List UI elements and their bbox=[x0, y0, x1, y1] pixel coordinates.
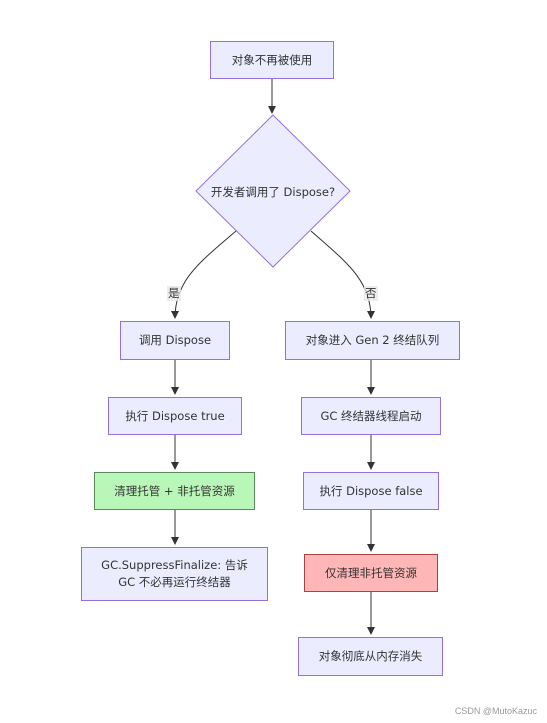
edge-decision-no bbox=[310, 230, 375, 319]
node-suppress-finalize-line2: GC 不必再运行终结器 bbox=[118, 575, 231, 589]
node-object-unused-label: 对象不再被使用 bbox=[231, 52, 313, 67]
node-call-dispose-label: 调用 Dispose bbox=[138, 333, 212, 347]
node-clean-managed-unmanaged: 清理托管 + 非托管资源 bbox=[94, 472, 255, 510]
node-suppress-finalize-line1: GC.SuppressFinalize: 告诉 bbox=[101, 558, 248, 572]
node-call-dispose: 调用 Dispose bbox=[120, 321, 230, 360]
node-suppress-finalize: GC.SuppressFinalize: 告诉 GC 不必再运行终结器 bbox=[81, 547, 268, 601]
edge-decision-yes bbox=[171, 230, 237, 319]
node-object-vanish-label: 对象彻底从内存消失 bbox=[318, 649, 423, 663]
node-object-unused: 对象不再被使用 bbox=[210, 41, 334, 79]
node-enter-gen2-queue-label: 对象进入 Gen 2 终结队列 bbox=[305, 333, 440, 347]
node-clean-managed-unmanaged-label: 清理托管 + 非托管资源 bbox=[114, 483, 235, 498]
node-object-vanish: 对象彻底从内存消失 bbox=[298, 637, 443, 676]
watermark: CSDN @MutoKazuc bbox=[454, 706, 537, 716]
node-exec-dispose-false: 执行 Dispose false bbox=[303, 472, 439, 510]
node-exec-dispose-true: 执行 Dispose true bbox=[108, 397, 242, 435]
node-exec-dispose-false-label: 执行 Dispose false bbox=[319, 483, 423, 498]
node-clean-unmanaged-only: 仅清理非托管资源 bbox=[304, 554, 438, 592]
node-exec-dispose-true-label: 执行 Dispose true bbox=[125, 408, 225, 423]
node-enter-gen2-queue: 对象进入 Gen 2 终结队列 bbox=[285, 321, 460, 360]
decision-diamond bbox=[195, 114, 351, 268]
edge-label-no: 否 bbox=[364, 286, 378, 301]
decision-label: 开发者调用了 Dispose? bbox=[210, 185, 336, 199]
edge-label-yes: 是 bbox=[167, 286, 181, 301]
node-clean-unmanaged-only-label: 仅清理非托管资源 bbox=[325, 565, 417, 580]
node-gc-finalizer-thread: GC 终结器线程启动 bbox=[301, 397, 441, 435]
node-gc-finalizer-thread-label: GC 终结器线程启动 bbox=[320, 408, 422, 423]
